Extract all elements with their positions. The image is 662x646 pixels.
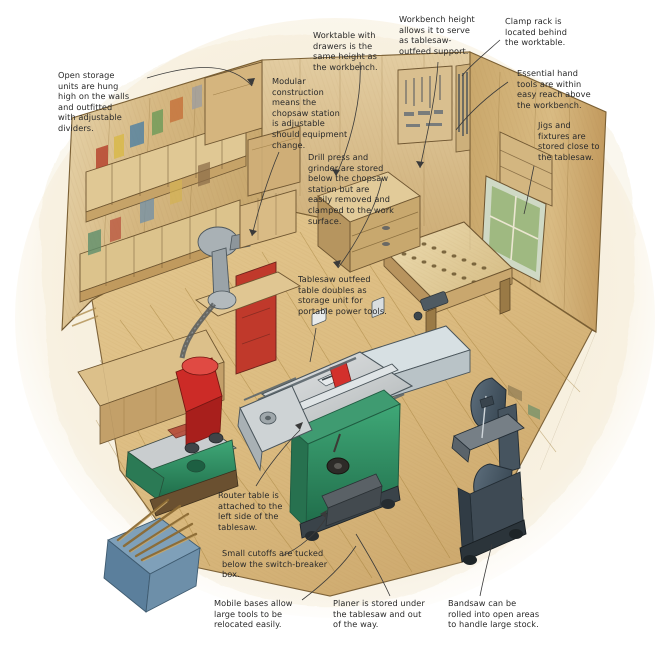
callout-hand-tools: Essential hand tools are within easy rea… (517, 68, 591, 110)
callout-open-storage: Open storage units are hung high on the … (58, 70, 130, 133)
callout-jigs-fixtures: Jigs and fixtures are stored close to th… (538, 120, 600, 162)
planer-stored-under-tablesaw (321, 473, 383, 527)
tablesaw-assembly (237, 296, 471, 541)
callout-outfeed-table: Tablesaw outfeed table doubles as storag… (298, 274, 387, 316)
callout-workbench-height: Workbench height allows it to serve as t… (399, 14, 475, 56)
left-wall-storage-units (79, 61, 301, 303)
bandsaw (451, 377, 527, 565)
clamp-rack (455, 63, 471, 153)
callout-mobile-bases: Mobile bases allow large tools to be rel… (214, 598, 293, 630)
bench-dog-holes (401, 242, 487, 284)
callout-small-cutoffs: Small cutoffs are tucked below the switc… (222, 548, 328, 580)
dust-collector (175, 356, 224, 454)
cutoff-bin (103, 498, 201, 613)
callout-planer: Planer is stored under the tablesaw and … (333, 598, 425, 630)
left-lumber-and-jointer (71, 307, 239, 613)
callout-clamp-rack: Clamp rack is located behind the worktab… (505, 16, 568, 48)
callout-router-table: Router table is attached to the left sid… (218, 490, 283, 532)
bench-vise (413, 291, 449, 321)
hand-tool-panel (397, 65, 453, 145)
callout-worktable-drawers: Worktable with drawers is the same heigh… (313, 30, 378, 72)
callout-drill-press: Drill press and grinder are stored below… (308, 152, 394, 226)
callout-bandsaw: Bandsaw can be rolled into open areas to… (448, 598, 540, 630)
switch-breaker-box (311, 308, 327, 326)
callout-modular-construction: Modular construction means the chopsaw s… (272, 76, 348, 150)
